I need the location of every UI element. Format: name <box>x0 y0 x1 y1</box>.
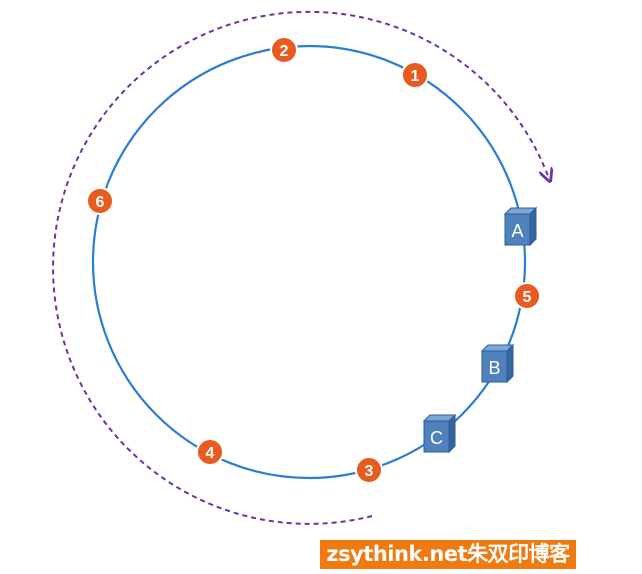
server-node-c: C <box>422 413 457 454</box>
clockwise-direction-arrow <box>52 10 548 525</box>
server-label: C <box>430 428 443 448</box>
hash-ring <box>91 44 527 480</box>
data-point-3: 3 <box>355 456 383 484</box>
data-point-4: 4 <box>196 438 224 466</box>
data-point-5: 5 <box>513 282 541 310</box>
data-point-label: 2 <box>280 43 289 60</box>
server-node-a: A <box>503 206 538 247</box>
data-point-6: 6 <box>86 187 114 215</box>
server-label: B <box>488 358 500 378</box>
server-label: A <box>511 221 523 241</box>
data-point-2: 2 <box>270 36 298 64</box>
server-node-b: B <box>480 343 515 384</box>
data-point-label: 1 <box>411 68 420 85</box>
data-point-1: 1 <box>401 61 429 89</box>
data-point-label: 6 <box>96 194 105 211</box>
data-point-label: 5 <box>523 289 532 306</box>
data-point-label: 4 <box>206 445 215 462</box>
watermark-text: zsythink.net朱双印博客 <box>320 540 576 569</box>
data-point-label: 3 <box>365 463 374 480</box>
